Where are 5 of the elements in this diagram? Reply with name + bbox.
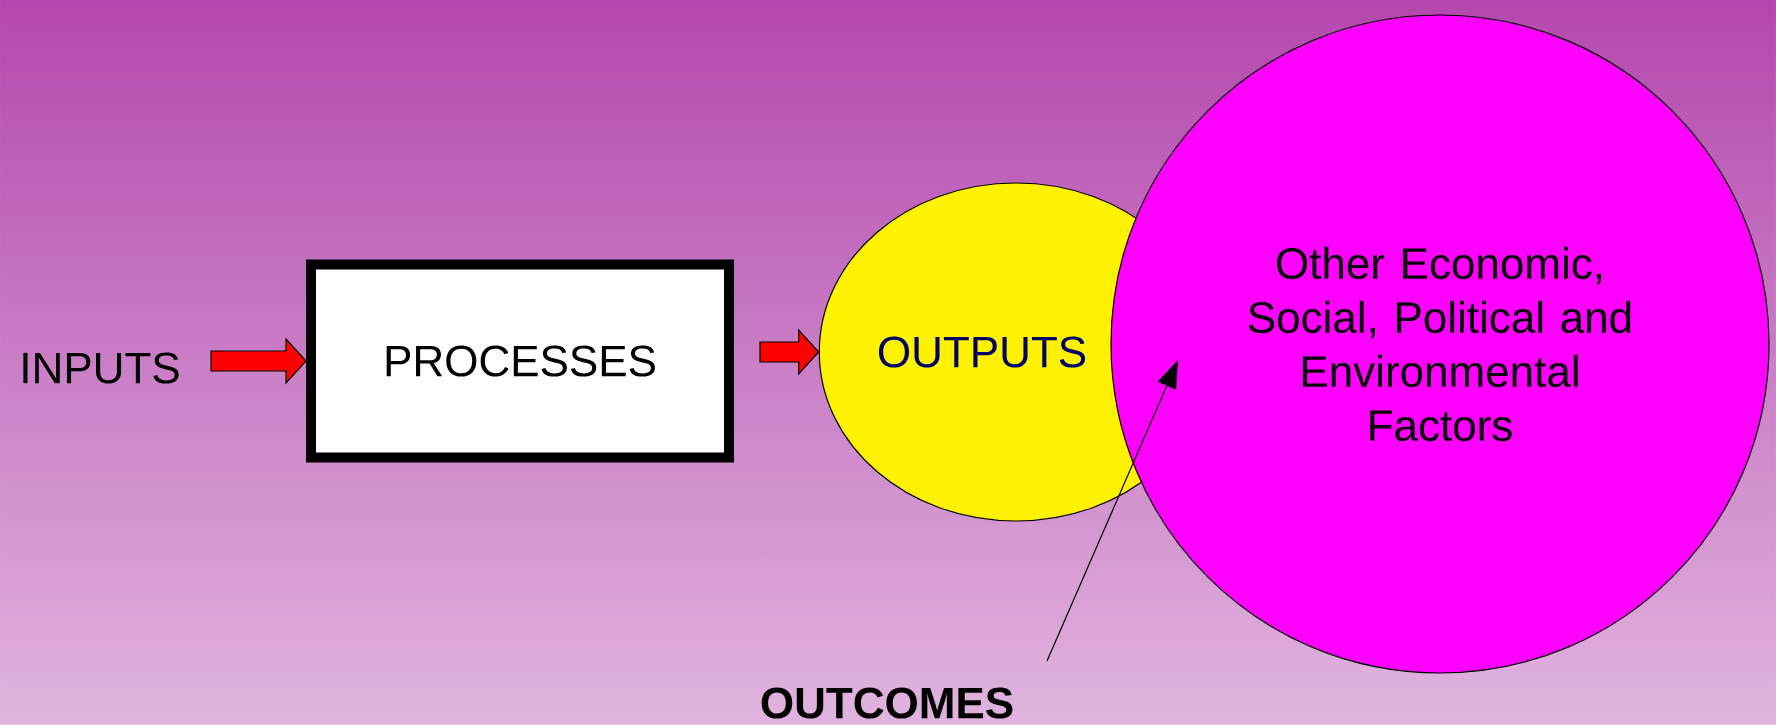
process-box: PROCESSES bbox=[306, 259, 734, 463]
block-arrow bbox=[210, 337, 307, 385]
input-label: INPUTS bbox=[23, 352, 179, 384]
block-arrow bbox=[759, 328, 820, 376]
outcomes-label: OUTCOMES bbox=[761, 687, 1013, 719]
